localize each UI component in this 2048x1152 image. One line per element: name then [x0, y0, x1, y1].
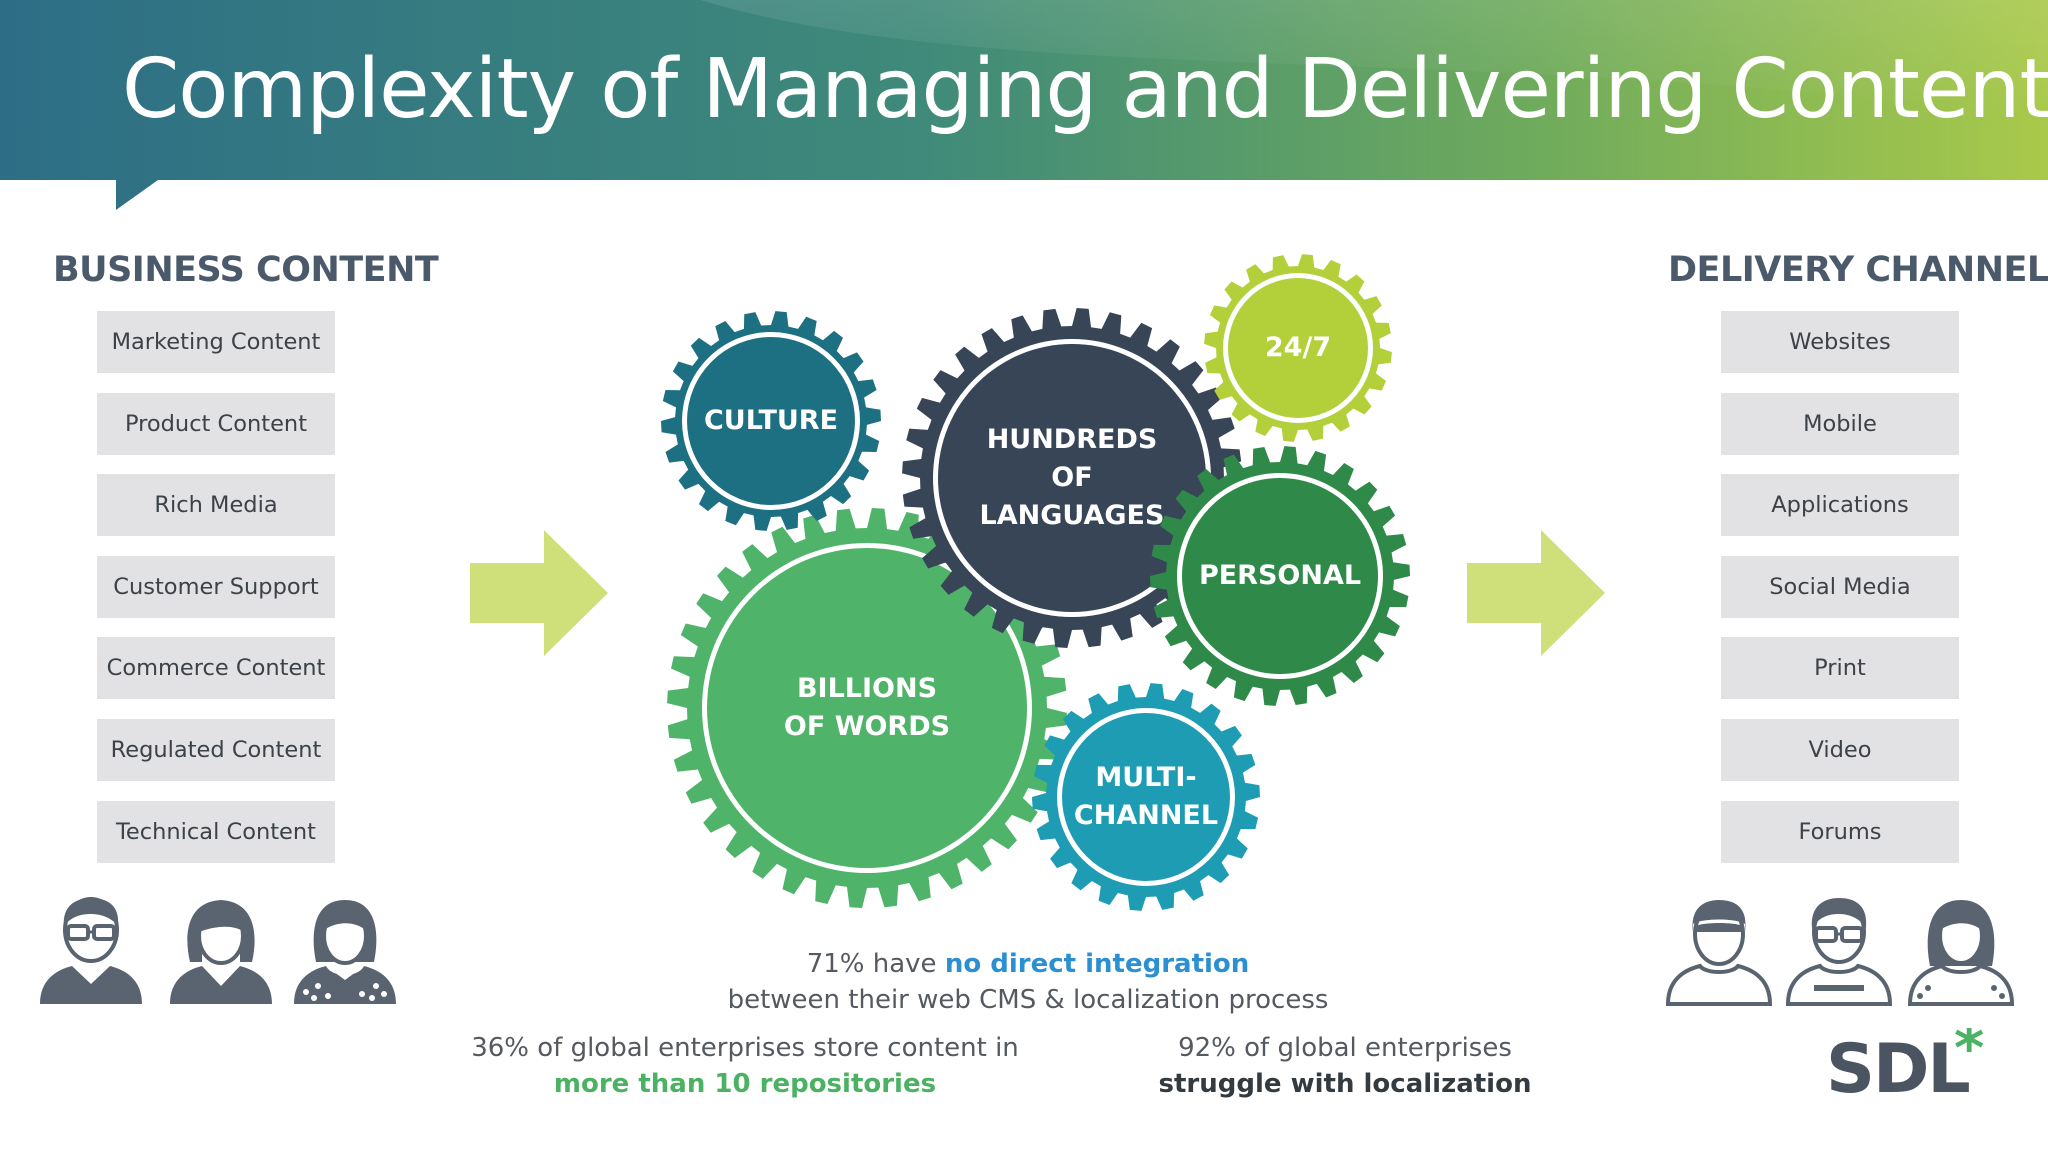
business-content-heading: BUSINESS CONTENT [53, 250, 439, 290]
business-content-item: Customer Support [97, 555, 335, 618]
repositories-stat-highlight: more than 10 repositories [553, 1069, 937, 1099]
24-7-label: 24/7 [1264, 332, 1332, 363]
gear-face [1062, 713, 1230, 881]
words-label-line: BILLIONS [796, 673, 938, 704]
integration-stat-line1: 71% have no direct integration [646, 946, 1410, 982]
languages-label-line: LANGUAGES [979, 500, 1165, 531]
delivery-channel-item: Video [1721, 718, 1959, 781]
multichannel-label-line: MULTI- [1095, 762, 1197, 793]
delivery-channel-item: Websites [1721, 311, 1959, 373]
integration-stat: 71% have no direct integration between t… [646, 946, 1410, 1018]
man-with-glasses-icon [1786, 898, 1892, 1006]
sdl-logo-asterisk: * [1954, 1028, 1984, 1082]
integration-stat-highlight: no direct integration [944, 949, 1250, 979]
repositories-stat: 36% of global enterprises store content … [440, 1030, 1050, 1102]
delivery-channel-item: Applications [1721, 474, 1959, 537]
delivery-channel-item: Print [1721, 637, 1959, 700]
business-content-item: Commerce Content [97, 637, 335, 700]
multichannel-gear-label: MULTI- CHANNEL [1074, 759, 1218, 835]
page-title: Complexity of Managing and Delivering Co… [122, 42, 2048, 137]
woman-icon [1908, 900, 2014, 1006]
languages-label-line: OF [1051, 462, 1093, 493]
business-content-item: Product Content [97, 392, 335, 455]
delivery-channel-item: Mobile [1721, 392, 1959, 455]
title-banner: Complexity of Managing and Delivering Co… [0, 0, 2048, 210]
localization-stat-line1: 92% of global enterprises [1178, 1033, 1512, 1063]
gear-face [707, 548, 1027, 868]
business-content-item: Rich Media [97, 474, 335, 537]
multichannel-gear [1032, 683, 1260, 911]
right-arrow-icon [470, 530, 608, 656]
delivery-channel-item: Social Media [1721, 555, 1959, 618]
personal-gear-label: PERSONAL [1199, 557, 1361, 595]
languages-label-line: HUNDREDS [986, 424, 1158, 455]
culture-gear [661, 311, 881, 531]
banner-background [0, 0, 2048, 210]
culture-gear-label: CULTURE [704, 402, 838, 440]
delivery-channels-list: Websites Mobile Applications Social Medi… [1721, 311, 1959, 882]
integration-stat-line2: between their web CMS & localization pro… [727, 985, 1329, 1015]
business-content-item: Regulated Content [97, 718, 335, 781]
24-7-gear-label: 24/7 [1265, 329, 1331, 367]
localization-stat-highlight: struggle with localization [1158, 1069, 1532, 1099]
sdl-logo: SDL * [1826, 1028, 1984, 1096]
repositories-stat-line1: 36% of global enterprises store content … [471, 1033, 1019, 1063]
sdl-logo-text: SDL [1826, 1030, 1969, 1096]
business-content-item: Marketing Content [97, 311, 335, 373]
gear-face [1182, 478, 1378, 674]
business-content-item: Technical Content [97, 800, 335, 863]
words-label-line: OF WORDS [783, 711, 951, 742]
integration-stat-prefix: 71% have [806, 949, 945, 979]
multichannel-label-line: CHANNEL [1073, 800, 1219, 831]
gear-face [938, 344, 1206, 612]
right-arrow-icon [1467, 530, 1605, 656]
24-7-gear [1204, 254, 1392, 442]
delivery-channel-item: Forums [1721, 800, 1959, 863]
hundreds-of-languages-gear [902, 308, 1242, 648]
gear-face [687, 337, 855, 505]
woman-dotted-collar-icon [294, 900, 396, 1004]
languages-gear-label: HUNDREDS OF LANGUAGES [980, 421, 1165, 535]
man-with-glasses-icon [40, 897, 142, 1004]
delivery-channels-heading: DELIVERY CHANNELS [1668, 250, 2048, 290]
business-content-list: Marketing Content Product Content Rich M… [97, 311, 335, 882]
personal-gear [1150, 446, 1410, 706]
gear-face [1228, 278, 1368, 418]
woman-icon [170, 900, 272, 1004]
localization-stat: 92% of global enterprises struggle with … [1150, 1030, 1540, 1102]
personal-label: PERSONAL [1198, 560, 1362, 591]
words-gear-label: BILLIONS OF WORDS [784, 670, 950, 746]
person-with-cap-icon [1666, 900, 1772, 1006]
culture-label: CULTURE [703, 405, 839, 436]
